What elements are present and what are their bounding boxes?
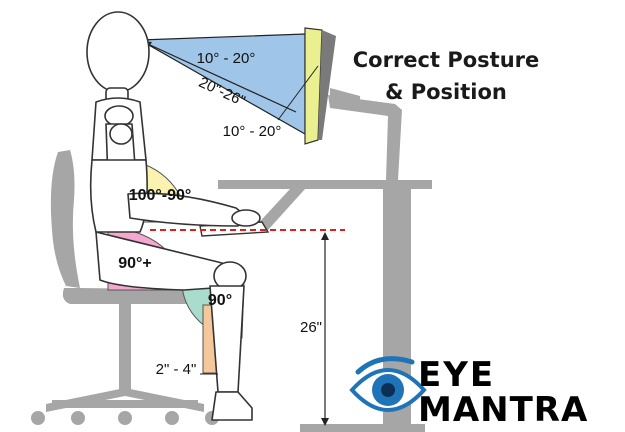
chair-wheel	[118, 411, 132, 425]
eye-icon	[349, 356, 427, 412]
arrow-head	[321, 418, 329, 426]
arrow-head	[321, 232, 329, 240]
chair-wheel	[31, 411, 45, 425]
elbow-joint-upper	[109, 123, 133, 145]
chair-leg-right	[125, 388, 204, 412]
brand-logo: EYE MANTRA	[418, 358, 588, 428]
label-monitor-angle-bottom: 10° - 20°	[223, 123, 282, 140]
page-title: Correct Posture & Position	[346, 44, 546, 108]
foot	[211, 391, 253, 421]
title-line-1: Correct Posture	[352, 48, 540, 72]
label-hip-angle: 100°-90°	[129, 187, 192, 204]
head	[86, 11, 150, 93]
hand	[231, 209, 261, 227]
monitor-mount	[330, 88, 360, 108]
label-knee-angle: 90°	[208, 292, 232, 309]
brand-line-2: MANTRA	[418, 390, 589, 430]
monitor-back	[318, 30, 336, 140]
viewing-distance-line	[147, 43, 297, 113]
chair-back	[50, 150, 80, 288]
chair-post	[119, 304, 131, 390]
screen-tilt-line	[277, 65, 319, 121]
desk-foot	[300, 424, 425, 432]
chair-leg-left	[46, 388, 125, 412]
label-monitor-angle-top: 10° - 20°	[197, 50, 256, 67]
chair-wheel	[71, 411, 85, 425]
title-line-2: & Position	[385, 80, 507, 104]
chair-wheel	[165, 411, 179, 425]
label-seat-clearance: 2" - 4"	[156, 361, 197, 378]
desk-top	[218, 180, 432, 189]
shoulder-joint	[104, 105, 134, 127]
label-desk-height: 26"	[300, 319, 322, 336]
label-thigh-angle: 90°+	[118, 255, 152, 272]
keyboard-arm	[252, 189, 305, 230]
brand-line-1: EYE	[418, 355, 496, 395]
mannequin	[86, 11, 261, 421]
